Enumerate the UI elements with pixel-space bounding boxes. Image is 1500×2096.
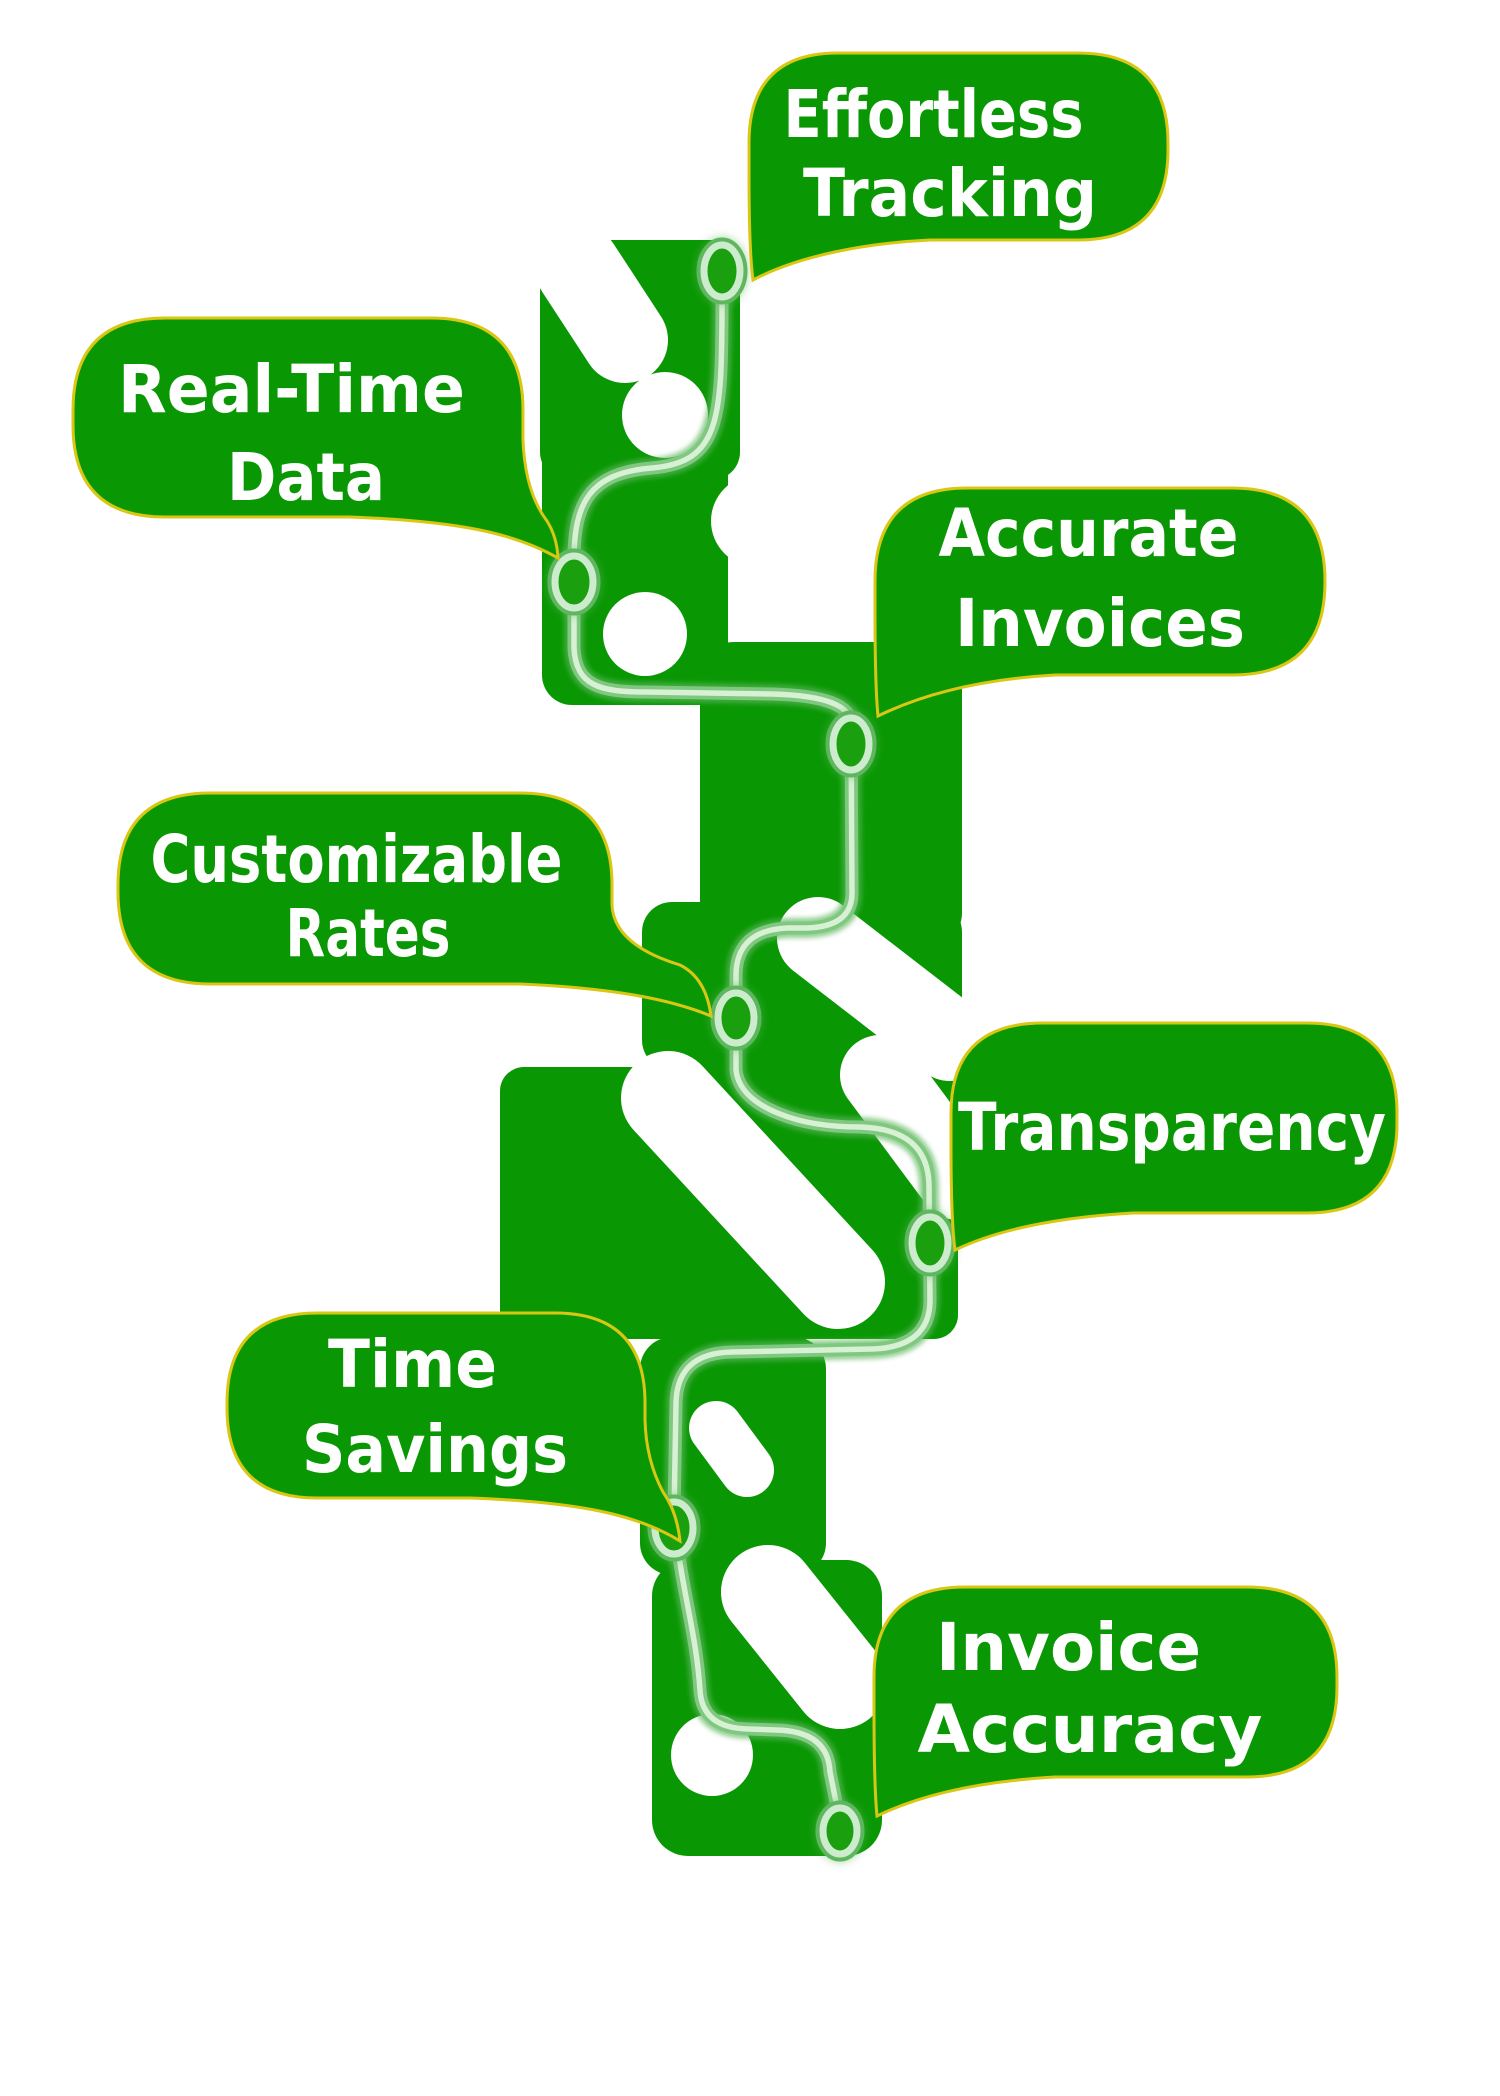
- route-path-layer: [564, 258, 940, 1822]
- node-core: [700, 241, 744, 301]
- bubble-label-line: Real-Time: [118, 351, 465, 428]
- road-dot: [711, 475, 803, 567]
- node-outer-ring: [647, 1494, 701, 1562]
- bubble-label-line: Invoices: [955, 585, 1245, 662]
- road-dashes-layer: [535, 225, 998, 1796]
- milestone-node-7: [815, 1800, 865, 1862]
- milestone-node-1: [696, 237, 748, 305]
- bubble-label-line: Tracking: [803, 155, 1097, 232]
- bubble-invoice-accuracy: Invoice Accuracy: [872, 1585, 1339, 1819]
- bubble-effortless-tracking: Effortless Tracking: [747, 51, 1170, 283]
- bubble-label: Accurate Invoices: [939, 495, 1262, 662]
- bubble-label-line: Customizable: [151, 821, 563, 898]
- bubble-label: Transparency: [958, 1089, 1386, 1166]
- bubbles-layer: Effortless Tracking Real-Time Data Accur…: [71, 51, 1399, 1819]
- node-outer-ring: [696, 237, 748, 305]
- node-outer-ring: [710, 985, 762, 1051]
- bubble-customizable-rates: Customizable Rates: [116, 791, 713, 1019]
- road-dash: [621, 1051, 885, 1329]
- milestone-node-4: [710, 985, 762, 1051]
- bubble-shape: [225, 1311, 682, 1544]
- road-dot: [622, 372, 708, 458]
- bubble-shape: [872, 1585, 1339, 1819]
- bubble-label: Customizable Rates: [151, 821, 586, 972]
- bubble-label-line: Transparency: [958, 1089, 1386, 1166]
- bubble-transparency: Transparency: [949, 1021, 1399, 1253]
- bubble-time-savings: Time Savings: [225, 1311, 682, 1544]
- milestone-node-5: [904, 1209, 956, 1277]
- bubble-label-line: Accuracy: [918, 1691, 1263, 1768]
- road-segment: [700, 642, 962, 947]
- bubble-shape: [873, 486, 1327, 719]
- node-core: [714, 989, 758, 1047]
- road-dot: [603, 592, 687, 676]
- bubble-label-line: Data: [227, 439, 385, 516]
- road-dash: [721, 1545, 887, 1729]
- road-dash: [777, 897, 991, 1081]
- node-core: [829, 714, 873, 774]
- bubble-label-line: Invoice: [936, 1609, 1201, 1686]
- bubble-shape: [116, 791, 713, 1019]
- bubble-shape: [747, 51, 1170, 283]
- node-core: [908, 1213, 952, 1273]
- road-dash: [840, 1035, 998, 1220]
- bubble-label: Invoice Accuracy: [918, 1609, 1263, 1768]
- bubble-real-time-data: Real-Time Data: [71, 316, 560, 561]
- road-dash: [689, 1401, 774, 1497]
- bubble-label: Effortless Tracking: [784, 76, 1107, 232]
- road-dash: [535, 225, 668, 383]
- bubble-shape: [949, 1021, 1399, 1253]
- route-core: [571, 265, 933, 1815]
- bubble-accurate-invoices: Accurate Invoices: [873, 486, 1327, 719]
- bubble-label: Time Savings: [302, 1326, 568, 1488]
- node-core: [551, 552, 597, 612]
- bubble-label: Real-Time Data: [118, 351, 488, 516]
- node-core: [819, 1804, 861, 1858]
- bubble-label-line: Savings: [302, 1411, 568, 1488]
- bubble-label-line: Accurate: [939, 495, 1239, 572]
- bubble-label-line: Effortless: [784, 76, 1084, 153]
- bubble-label-line: Time: [328, 1326, 497, 1403]
- milestone-node-2: [547, 548, 601, 616]
- node-outer-ring: [547, 548, 601, 616]
- node-outer-ring: [815, 1800, 865, 1862]
- bubble-shape: [71, 316, 560, 561]
- milestone-node-3: [825, 710, 877, 778]
- bubble-label-line: Rates: [286, 895, 451, 972]
- node-outer-ring: [825, 710, 877, 778]
- milestone-nodes: [547, 237, 956, 1862]
